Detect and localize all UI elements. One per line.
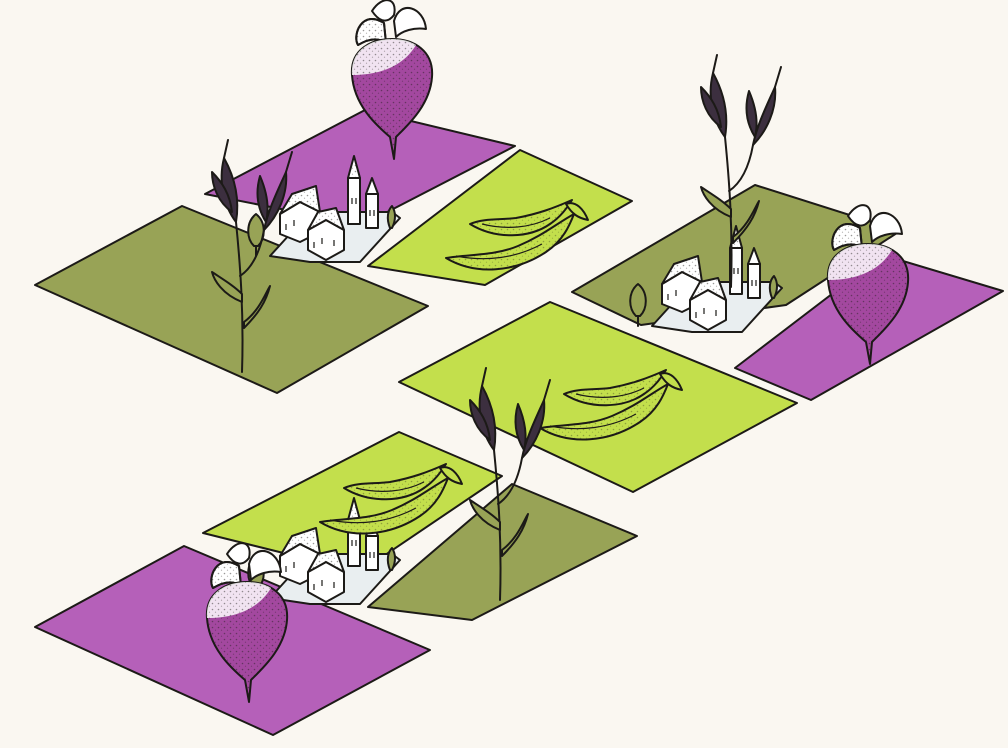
crop-rotation-illustration	[0, 0, 1008, 748]
